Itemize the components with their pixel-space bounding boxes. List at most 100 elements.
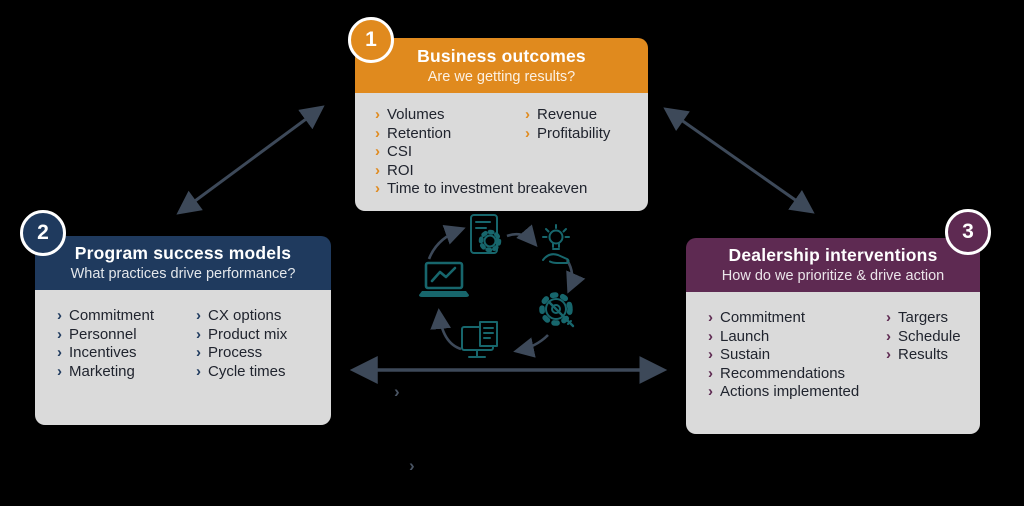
list-item-label: Schedule	[898, 327, 961, 345]
list-item-label: Personnel	[69, 325, 137, 343]
list-item-label: Launch	[720, 327, 770, 345]
chevron-bullet-icon: ›	[196, 344, 201, 361]
dealership-interventions-body: ›Commitment›Launch›Sustain›Recommendatio…	[686, 292, 980, 434]
box-title: Business outcomes	[417, 46, 586, 66]
chevron-bullet-icon: ›	[375, 124, 380, 142]
list-item: › CX options	[196, 307, 287, 326]
list-item: ›Commitment	[708, 309, 886, 328]
list-item-label: Sustain	[720, 346, 771, 363]
box-subtitle: How do we prioritize & drive action	[721, 268, 945, 284]
list-item: › Retention	[375, 125, 525, 144]
list-item: › Actions implemented	[708, 383, 886, 402]
box-title: Program success models	[74, 243, 292, 263]
list-item: › Revenue	[525, 106, 610, 125]
laptop-chart-icon	[417, 260, 471, 300]
items-column-left: › Volumes › Retention › CSI › ROI › Time to inves…	[375, 106, 587, 199]
list-item-label: Incentives	[69, 344, 137, 361]
list-item: › Incentives	[57, 344, 196, 363]
chevron-bullet-icon: ›	[375, 106, 380, 123]
arrow-right-diagonal	[663, 107, 815, 214]
list-item-label: Cycle times	[208, 362, 286, 380]
list-item-label: CSI	[387, 143, 413, 160]
chevron-bullet-icon: ›	[196, 325, 201, 343]
chevron-bullet-icon: ›	[196, 307, 201, 324]
chevron-bullet-icon: ›	[708, 383, 713, 400]
list-item-label: Process	[208, 344, 263, 361]
list-item-label: Retention	[387, 124, 452, 142]
list-item: › Volumes	[375, 106, 525, 125]
list-item: › Personnel	[57, 326, 196, 345]
chevron-bullet-icon: ›	[708, 327, 713, 345]
chevron-bullet-icon: ›	[57, 362, 62, 380]
chevron-bullet-icon: ›	[525, 106, 530, 123]
items-column-left: › Commitment › Personnel › Incentives › Marketi…	[57, 307, 196, 381]
chevron-bullet-icon: ›	[375, 161, 380, 179]
cycle-arc-5	[427, 224, 466, 260]
dealership-interventions-box: Dealership interventions How do we prior…	[686, 238, 980, 434]
program-success-models-box: Program success models What practices dr…	[35, 236, 331, 425]
list-item: › Commitment	[57, 307, 196, 326]
cycle-arc-4	[430, 308, 462, 351]
list-item-label: Targers	[898, 309, 949, 326]
step-1-badge: 1	[348, 17, 394, 63]
chevron-bullet-icon: ›	[708, 364, 713, 382]
chevron-bullet-icon: ›	[57, 307, 62, 324]
list-item: › Launch	[708, 328, 886, 347]
list-item: › Cycle times	[196, 363, 287, 382]
list-item-label: Volumes	[387, 106, 445, 123]
chevron-bullet-icon: ›	[57, 344, 62, 361]
chevron-bullet-icon: ›	[886, 327, 891, 345]
list-item: › Time to investment breakeven	[375, 180, 587, 199]
chevron-bullet-icon: ›	[886, 309, 891, 326]
business-outcomes-header: Business outcomes Are we getting results…	[355, 38, 648, 93]
list-item-label: Marketing	[69, 362, 135, 380]
business-outcomes-box: Business outcomes Are we getting results…	[355, 38, 648, 211]
list-item-label: Commitment	[69, 307, 155, 324]
list-item: › Recommendations	[708, 365, 886, 384]
hand-lightbulb-icon	[536, 222, 576, 268]
list-item-label: Revenue	[537, 106, 598, 123]
items-column-right: › Revenue › Profitability	[525, 106, 610, 143]
gear-wrench-icon	[534, 286, 580, 334]
list-item-label: Commitment	[720, 309, 806, 326]
chevron-bullet-icon: ›	[525, 124, 530, 142]
step-3-badge: 3	[945, 209, 991, 255]
list-item: › Profitability	[525, 125, 610, 144]
items-column-right: › CX options › Product mix › Process › Cycle ti…	[196, 307, 287, 381]
list-item-label: Actions implemented	[720, 383, 860, 400]
list-item-label: Time to investment breakeven	[387, 180, 588, 197]
list-item-label: Product mix	[208, 325, 288, 343]
list-item-label: CX options	[208, 307, 282, 324]
chevron-bullet-icon: ›	[57, 325, 62, 343]
items-column-right: › Targers › Schedule › Results	[886, 309, 961, 365]
box-title: Dealership interventions	[728, 245, 938, 265]
box-subtitle: What practices drive performance?	[70, 266, 296, 282]
program-success-models-body: › Commitment › Personnel › Incentives › Marketi…	[35, 290, 331, 425]
list-item: › Marketing	[57, 363, 196, 382]
chevron-bullet-icon: ›	[375, 180, 380, 197]
dealership-interventions-header: Dealership interventions How do we prior…	[686, 238, 980, 292]
list-item: › Sustain	[708, 346, 886, 365]
cycle-arc-3	[513, 334, 549, 358]
list-item: › Results	[886, 346, 961, 365]
items-column-left: ›Commitment›Launch›Sustain›Recommendatio…	[708, 309, 886, 402]
list-item-label: Results	[898, 346, 949, 363]
chevron-bullet-icon: ›	[708, 346, 713, 363]
list-item: › ROI	[375, 162, 525, 181]
stray-chevron-bullet: ›	[394, 382, 400, 401]
arrow-left-diagonal	[176, 105, 325, 215]
report-analysis-icon	[468, 212, 506, 258]
chevron-bullet-icon: ›	[886, 346, 891, 363]
box-subtitle: Are we getting results?	[427, 69, 576, 85]
list-item-label: Profitability	[537, 124, 611, 142]
list-item: › Schedule	[886, 328, 961, 347]
list-item: › CSI	[375, 143, 525, 162]
step-2-badge: 2	[20, 210, 66, 256]
chevron-bullet-icon: ›	[196, 362, 201, 380]
list-item-label: ROI	[387, 161, 414, 179]
chevron-bullet-icon: ›	[375, 143, 380, 160]
list-item-label: Recommendations	[720, 364, 846, 382]
business-outcomes-body: › Volumes › Retention › CSI › ROI › Time to inves…	[355, 93, 648, 211]
list-item: › Targers	[886, 309, 961, 328]
